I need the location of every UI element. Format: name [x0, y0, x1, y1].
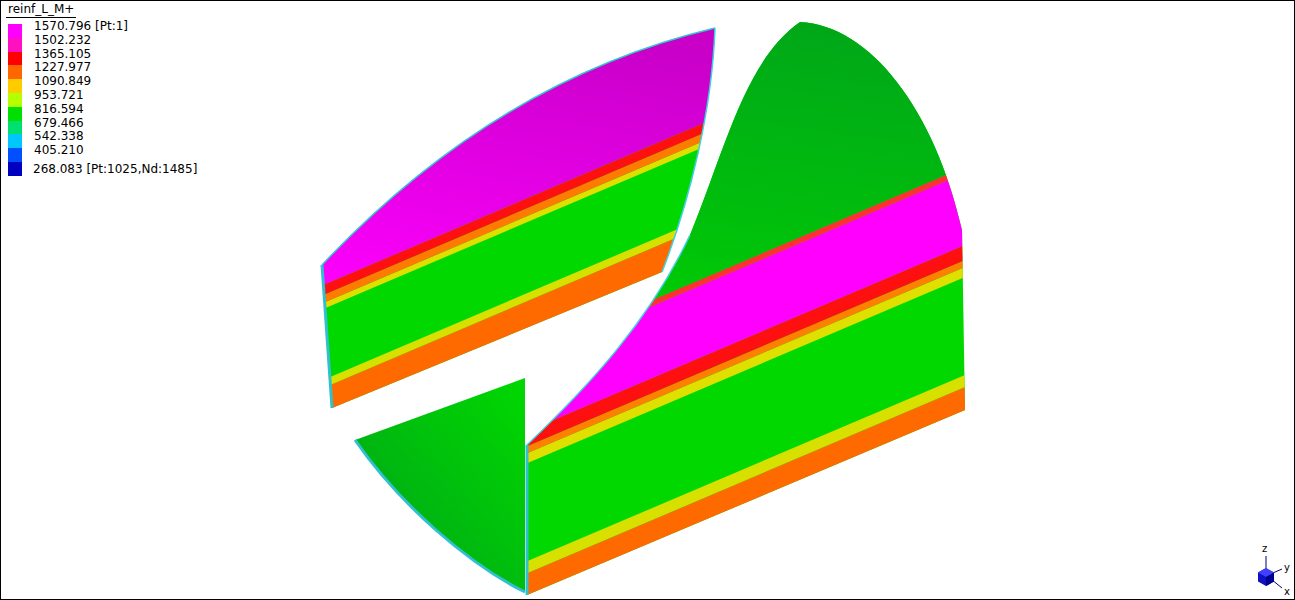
axis-cube: [1266, 573, 1274, 587]
legend-swatch: [8, 79, 22, 93]
axis-triad: [1258, 556, 1282, 588]
legend-swatch: [8, 107, 22, 121]
legend-value: 1227.977: [34, 61, 91, 75]
shell-edge: [527, 235, 690, 445]
axis-line: [1274, 569, 1282, 573]
legend-value: 1090.849: [34, 75, 91, 89]
legend-value: 268.083 [Pt:1025,Nd:1485]: [33, 163, 197, 177]
shell-edge: [322, 265, 332, 408]
legend-value: 953.721: [34, 89, 84, 103]
legend-swatch: [8, 93, 22, 107]
contour-band: [500, 0, 1000, 600]
lower-shell-piece: [355, 378, 525, 592]
legend-swatch: [8, 38, 22, 52]
legend-value: 542.338: [34, 130, 84, 144]
legend-value: 1365.105: [34, 48, 91, 62]
legend-swatch: [8, 24, 22, 38]
legend-swatch: [8, 162, 22, 176]
legend-value: 679.466: [34, 117, 84, 131]
shell-edge: [526, 445, 529, 595]
shell-edge: [355, 440, 525, 592]
legend-swatch: [8, 148, 22, 162]
axis-cube: [1258, 568, 1274, 586]
legend-value: 1570.796 [Pt:1]: [34, 20, 128, 34]
contour-band: [500, 360, 1000, 585]
legend-value: 405.210: [34, 144, 84, 158]
legend-swatch: [8, 121, 22, 135]
legend-value: 816.594: [34, 103, 84, 117]
legend-swatch: [8, 52, 22, 66]
axis-line: [1266, 556, 1267, 568]
legend-value: 1502.232: [34, 34, 91, 48]
axis-label: x: [1284, 586, 1290, 597]
legend-swatch: [8, 65, 22, 79]
contour-band: [500, 0, 1000, 365]
axis-line: [1274, 582, 1282, 589]
right-shell-piece: [500, 0, 1000, 600]
axis-label: y: [1284, 562, 1290, 573]
legend-swatch: [8, 134, 22, 148]
shell-edge: [322, 28, 715, 265]
axis-label: z: [1262, 543, 1267, 554]
legend-title: reinf_L_M+: [6, 3, 76, 18]
